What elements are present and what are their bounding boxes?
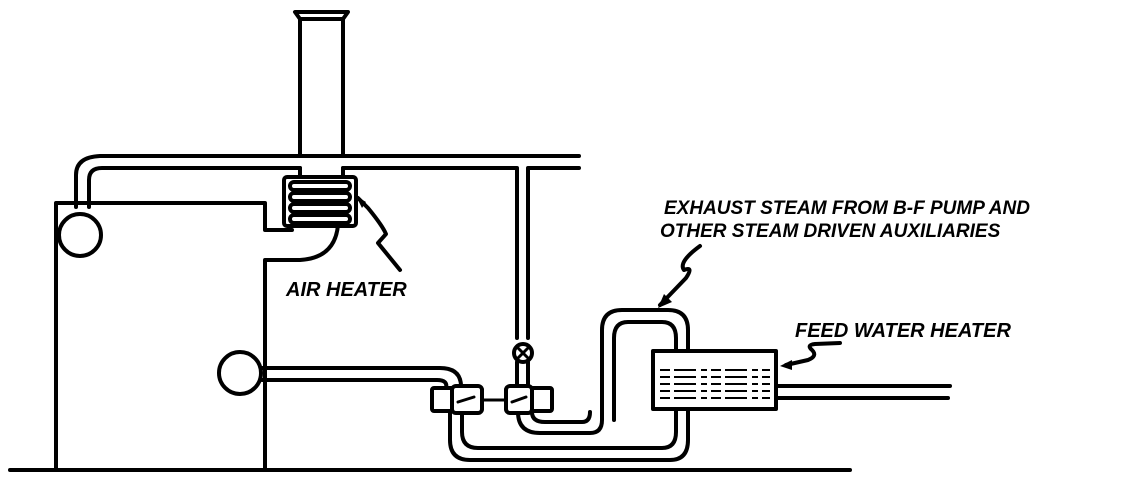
water-drum-outlet-pipe bbox=[260, 366, 463, 390]
boiler-setting bbox=[54, 201, 340, 472]
feed-water-heater-leader bbox=[780, 341, 842, 370]
feed-water-outlet-line bbox=[776, 384, 952, 400]
exhaust-steam-leader bbox=[658, 244, 702, 308]
steam-valve bbox=[512, 342, 534, 390]
exhaust-steam-label-line1: EXHAUST STEAM FROM B-F PUMP AND bbox=[664, 198, 1030, 219]
air-heater-label: AIR HEATER bbox=[285, 279, 407, 301]
boiler-feed-pump bbox=[430, 384, 484, 415]
chimney-stack bbox=[293, 10, 350, 157]
return-loop-pipes bbox=[448, 308, 690, 462]
feed-water-heater bbox=[651, 349, 778, 411]
air-heater bbox=[282, 166, 358, 228]
air-heater-leader bbox=[356, 196, 402, 272]
steam-drum bbox=[57, 212, 103, 258]
steam-header-pipe bbox=[74, 154, 581, 340]
water-drum bbox=[217, 350, 263, 396]
steam-driven-pump bbox=[504, 384, 554, 415]
exhaust-steam-label-line2: OTHER STEAM DRIVEN AUXILIARIES bbox=[660, 221, 1001, 242]
feed-water-heater-label: FEED WATER HEATER bbox=[795, 320, 1011, 342]
